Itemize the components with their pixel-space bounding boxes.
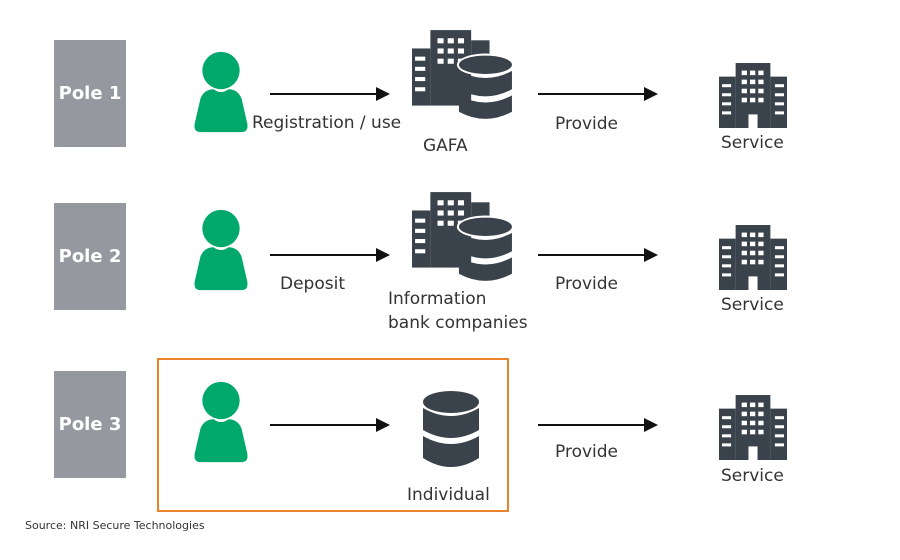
- target-label: Service: [721, 466, 784, 486]
- arrow: [270, 249, 390, 260]
- arrow: [270, 88, 390, 99]
- person-icon: [192, 380, 250, 464]
- database-icon: [421, 390, 481, 470]
- person-icon: [192, 208, 250, 292]
- holder-label-line1: Information: [388, 289, 487, 309]
- building-database-icon: [412, 192, 514, 284]
- highlight-box: [157, 358, 509, 512]
- arrow: [270, 419, 390, 430]
- flow-label: Provide: [555, 442, 619, 462]
- building-icon: [708, 222, 798, 290]
- action-label: Deposit: [280, 274, 345, 294]
- pole-3-label: Pole 3: [54, 371, 126, 478]
- source-note: Source: NRI Secure Technologies: [25, 519, 205, 532]
- pole-1-label: Pole 1: [54, 40, 126, 147]
- arrow: [538, 249, 658, 260]
- person-icon: [192, 50, 250, 134]
- pole-2-label: Pole 2: [54, 203, 126, 310]
- holder-label: Individual: [407, 485, 490, 505]
- target-label: Service: [721, 133, 784, 153]
- arrow: [538, 88, 658, 99]
- building-database-icon: [412, 30, 514, 122]
- flow-label: Provide: [555, 114, 619, 134]
- action-label: Registration / use: [252, 113, 402, 133]
- holder-label-line2: bank companies: [388, 313, 528, 333]
- target-label: Service: [721, 295, 784, 315]
- arrow: [538, 419, 658, 430]
- holder-label: GAFA: [423, 136, 468, 156]
- flow-label: Provide: [555, 274, 619, 294]
- building-icon: [708, 60, 798, 128]
- building-icon: [708, 392, 798, 460]
